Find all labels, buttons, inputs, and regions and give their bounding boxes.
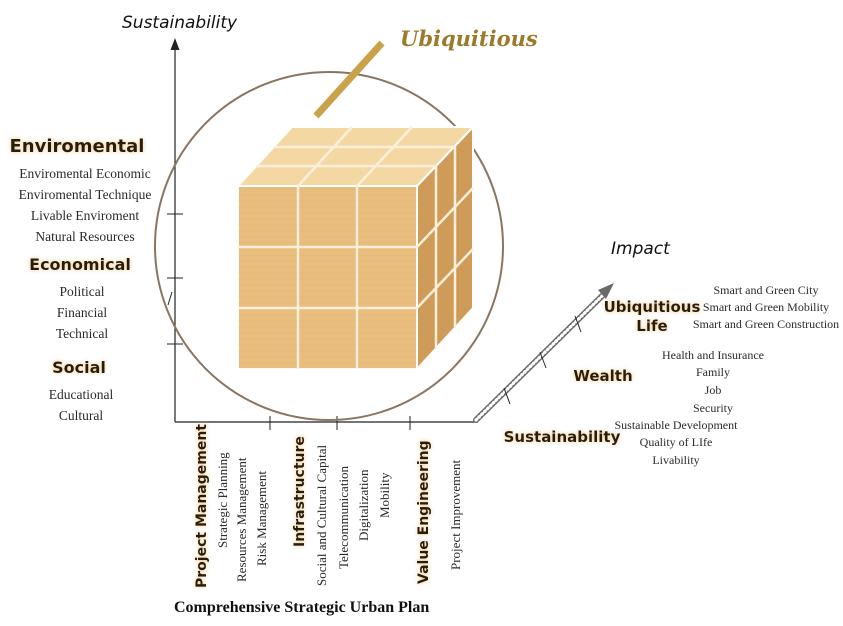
bottom-heading-value-engineering: Value Engineering: [416, 440, 432, 584]
right-heading-life: Life: [636, 317, 667, 335]
left-item: Livable Enviroment: [31, 208, 140, 223]
bottom-item: Project Improvement: [448, 460, 463, 570]
bottom-item: Digitalization: [356, 469, 371, 541]
left-group-social: Social Educational Cultural: [49, 358, 114, 423]
bottom-item: Strategic Planning: [215, 452, 230, 548]
left-heading-social: Social: [52, 358, 106, 377]
bottom-heading-infrastructure: Infrastructure: [292, 436, 308, 547]
right-group-sustainability: Sustainability Sustainable Development Q…: [504, 418, 739, 467]
left-item: Political: [60, 284, 105, 299]
right-item: Security: [693, 401, 733, 415]
right-item: Health and Insurance: [662, 348, 764, 362]
right-item: Livability: [652, 453, 699, 467]
right-item: Family: [696, 365, 730, 379]
right-heading-wealth: Wealth: [573, 367, 632, 385]
right-item: Smart and Green City: [714, 283, 819, 297]
left-item: Educational: [49, 387, 114, 402]
right-group-wealth: Wealth Health and Insurance Family Job S…: [573, 348, 764, 415]
bottom-item: Risk Management: [254, 471, 269, 566]
right-group-ubiquitious-life: Ubiquitious Life Smart and Green City Sm…: [604, 283, 840, 335]
right-item: Smart and Green Mobility: [703, 300, 829, 314]
right-item: Sustainable Development: [615, 418, 739, 432]
bottom-heading-project-management: Project Management: [194, 424, 210, 588]
left-group-enviromental: Enviromental Enviromental Economic Envir…: [10, 136, 152, 244]
left-heading-economical: Economical: [29, 255, 131, 274]
left-heading-enviromental: Enviromental: [10, 136, 145, 157]
left-item: Enviromental Economic: [19, 166, 151, 181]
bottom-group-value-engineering: Value Engineering Project Improvement: [416, 440, 463, 584]
bottom-item: Social and Cultural Capital: [314, 444, 329, 586]
right-item: Smart and Green Construction: [693, 317, 839, 331]
bottom-item: Mobility: [377, 472, 392, 518]
left-item: Natural Resources: [35, 229, 134, 244]
right-item: Quality of LIfe: [640, 435, 713, 449]
ubiquitous-bar: [313, 40, 385, 119]
z-axis: [473, 283, 614, 423]
bottom-group-infrastructure: Infrastructure Social and Cultural Capit…: [292, 436, 392, 586]
x-axis: [175, 416, 478, 430]
cube: [235, 124, 476, 372]
left-item: Technical: [56, 326, 109, 341]
z-axis-label: Impact: [611, 239, 671, 259]
right-heading-sustainability: Sustainability: [504, 428, 621, 446]
left-item: Enviromental Technique: [19, 187, 152, 202]
x-axis-label: Comprehensive Strategic Urban Plan: [174, 599, 429, 616]
right-heading-ubiquitious: Ubiquitious: [604, 298, 701, 316]
bottom-item: Telecommunication: [336, 465, 351, 569]
left-group-economical: Economical Political Financial Technical: [29, 255, 131, 341]
left-item: Financial: [57, 305, 107, 320]
ubiquitous-label: Ubiquitious: [400, 26, 538, 51]
y-axis: [167, 38, 183, 422]
y-axis-label: Sustainability: [122, 13, 238, 33]
bottom-item: Resources Management: [234, 457, 249, 582]
bottom-group-project-management: Project Management Strategic Planning Re…: [194, 424, 269, 588]
right-item: Job: [705, 383, 722, 397]
left-item: Cultural: [59, 408, 103, 423]
ubiquity-circle: [154, 71, 504, 421]
